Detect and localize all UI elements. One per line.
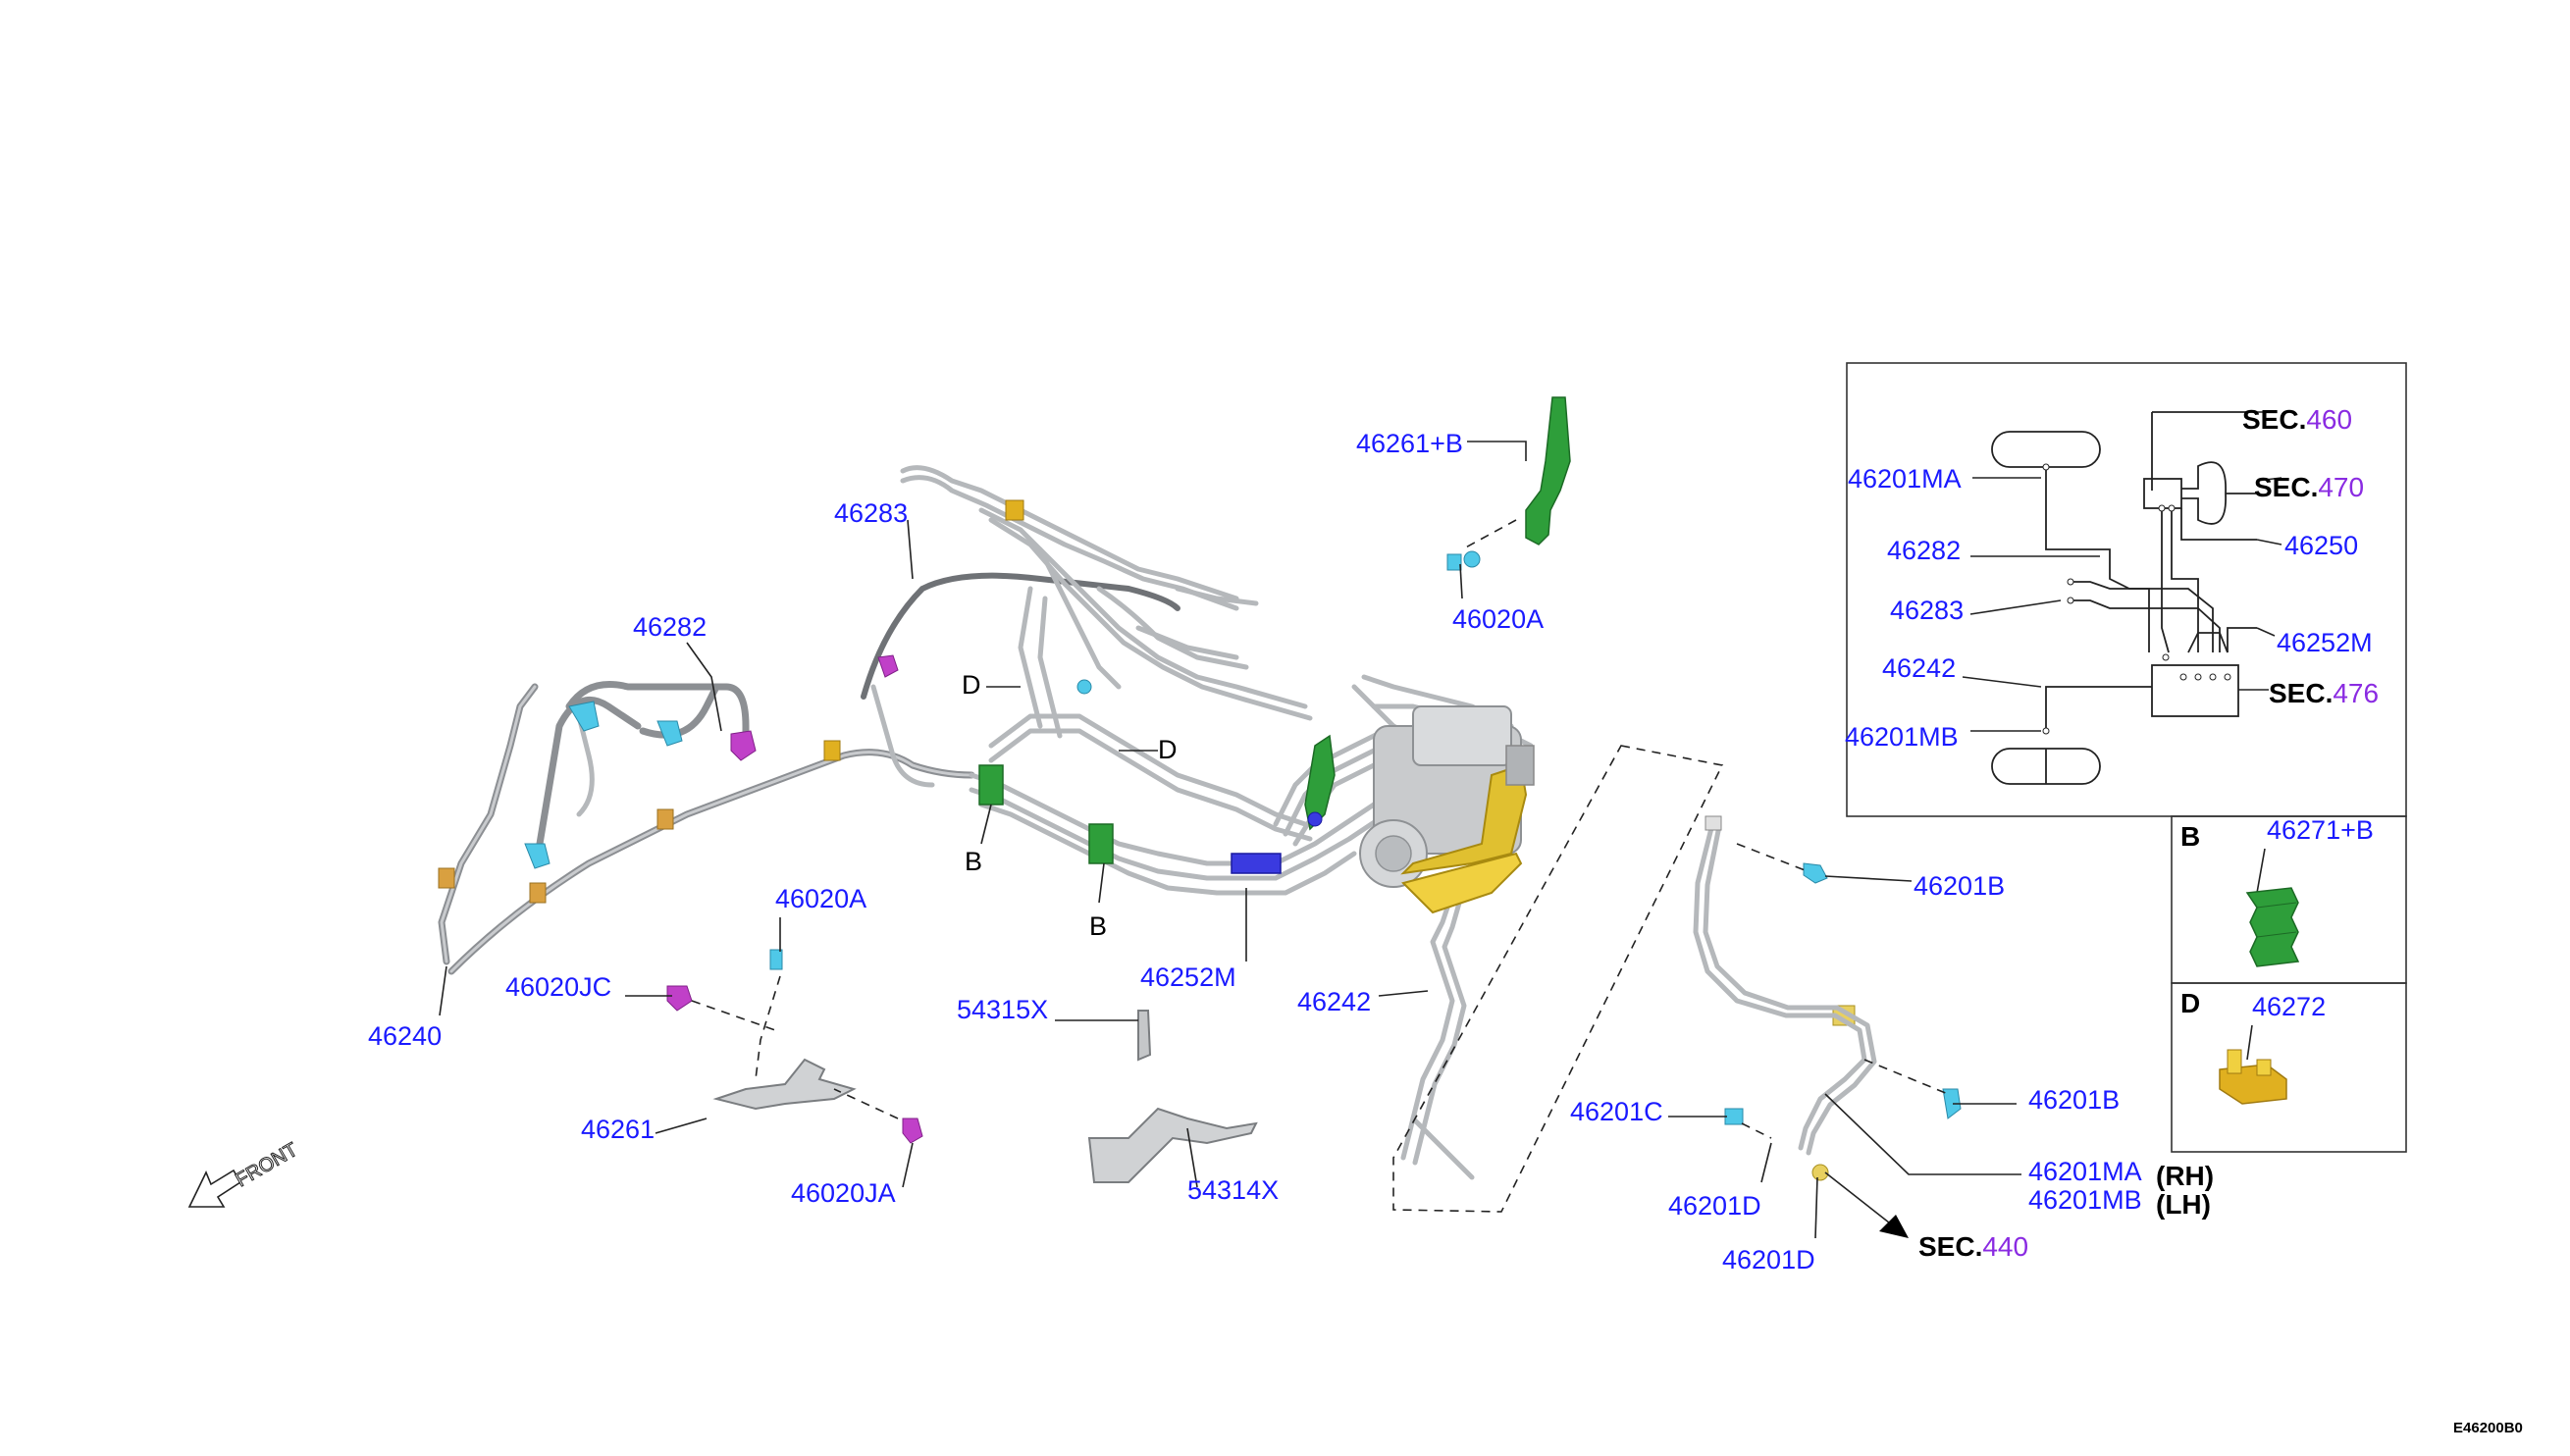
inset-label-46250: 46250 (2284, 531, 2358, 560)
label-46283: 46283 (834, 498, 908, 528)
brackets (712, 1010, 1258, 1183)
front-direction-indicator: FRONT (187, 1138, 302, 1208)
part-labels: 46261+B 46020A 46283 46282 D D B B 46020… (368, 429, 2214, 1274)
inset-sec-460: SEC.460 (2242, 404, 2352, 435)
label-46201MA: 46201MA (2028, 1157, 2142, 1186)
detail-D-panel: D 46272 (2171, 982, 2407, 1153)
inset-label-46201MA: 46201MA (1848, 464, 1962, 494)
detail-D-letter: D (2180, 988, 2200, 1018)
clip-46271B-icon (2245, 887, 2300, 967)
inset-frame (1846, 362, 2407, 817)
label-46201MB: 46201MB (2028, 1185, 2142, 1215)
label-46261: 46261 (581, 1115, 655, 1144)
label-46261B-top: 46261+B (1356, 429, 1463, 458)
inset-label-46252M: 46252M (2277, 628, 2373, 657)
inset-label-46283: 46283 (1890, 596, 1964, 625)
label-46020A-top: 46020A (1452, 604, 1544, 634)
label-46242: 46242 (1297, 987, 1371, 1016)
label-46201D-1: 46201D (1668, 1191, 1761, 1221)
front-label: FRONT (233, 1139, 302, 1191)
inset-schematic: 46201MA 46282 46283 46242 46201MB 46250 … (1845, 362, 2407, 817)
inset-label-46282: 46282 (1887, 536, 1961, 565)
brake-tube-assembly (438, 465, 1534, 1180)
label-46282: 46282 (633, 612, 707, 642)
label-46020JC: 46020JC (505, 972, 611, 1002)
inset-label-46242: 46242 (1882, 653, 1956, 683)
label-46240: 46240 (368, 1021, 442, 1051)
brake-hose-assembly (1693, 815, 1877, 1156)
label-B-2: B (1089, 911, 1107, 941)
detail-D-frame (2171, 982, 2407, 1153)
detail-B-letter: B (2180, 821, 2200, 852)
label-46201C: 46201C (1570, 1097, 1663, 1126)
front-arrow-icon (187, 1169, 242, 1208)
label-D-2: D (1158, 735, 1178, 764)
label-46020A-mid: 46020A (775, 884, 866, 913)
clips (438, 396, 1962, 1181)
diagram-code: E46200B0 (2453, 1420, 2523, 1436)
label-D-1: D (962, 670, 981, 700)
inset-sec-476: SEC.476 (2269, 678, 2379, 708)
label-rh: (RH) (2156, 1161, 2214, 1191)
label-54315X: 54315X (957, 995, 1048, 1024)
detail-D-part: 46272 (2252, 992, 2326, 1021)
label-54314X: 54314X (1187, 1175, 1279, 1205)
label-46201B-1: 46201B (1914, 871, 2005, 901)
leader-lines (439, 441, 2021, 1239)
detail-B-panel: B 46271+B (2171, 815, 2407, 984)
label-46201D-2: 46201D (1722, 1245, 1815, 1274)
label-46252M: 46252M (1140, 962, 1236, 992)
abs-actuator-unit (1359, 705, 1535, 914)
wheel-top-icon (1991, 431, 2101, 468)
detail-B-part: 46271+B (2267, 815, 2374, 845)
label-lh: (LH) (2156, 1189, 2211, 1220)
label-B-1: B (965, 847, 982, 876)
inset-sec-470: SEC.470 (2254, 472, 2364, 502)
label-46201B-2: 46201B (2028, 1085, 2120, 1115)
label-46020JA: 46020JA (791, 1178, 896, 1208)
sec-ref-440: SEC.440 (1918, 1231, 2028, 1262)
inset-label-46201MB: 46201MB (1845, 722, 1959, 752)
clip-46272-icon (2219, 1049, 2287, 1105)
